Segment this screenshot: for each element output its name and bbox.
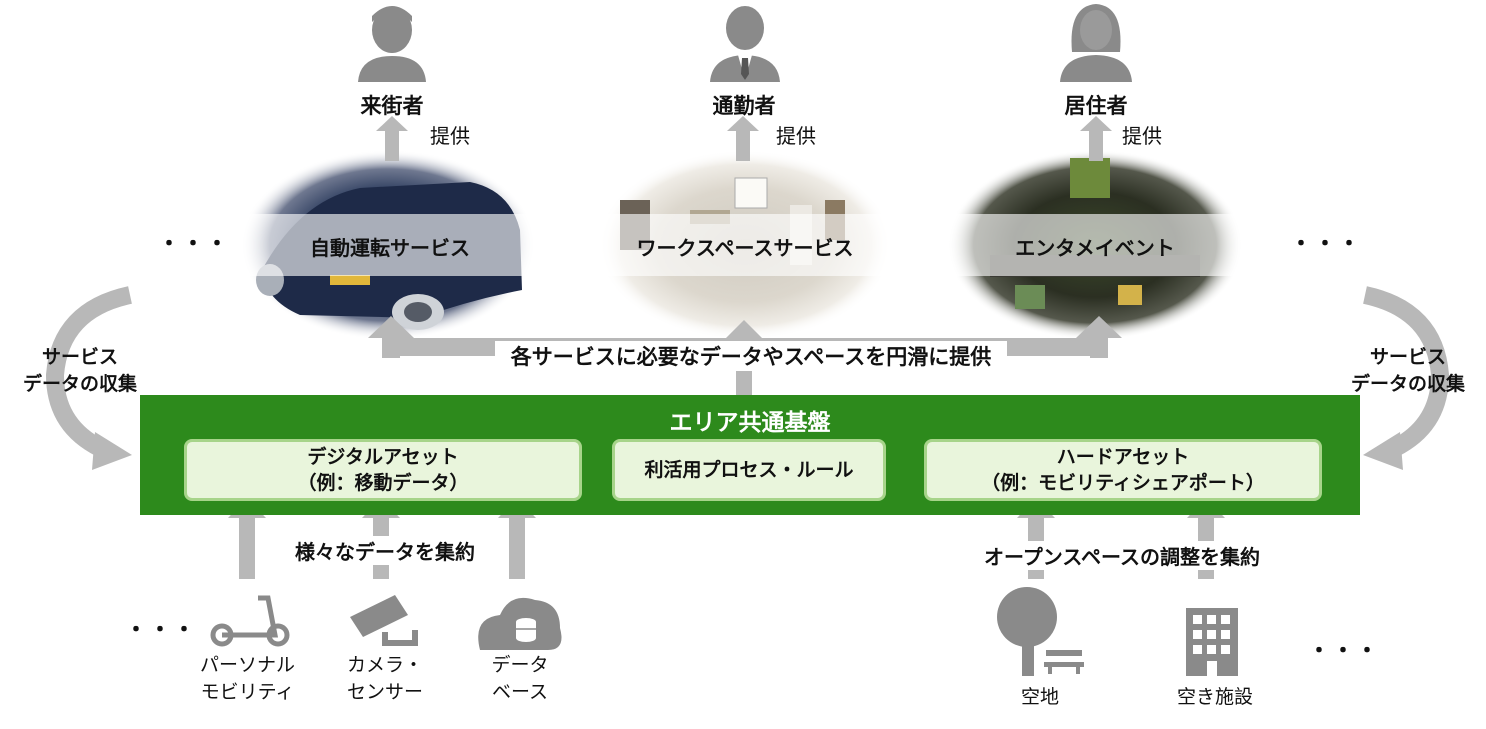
service-workspace-label: ワークスペースサービス (636, 236, 854, 260)
collect-label-line: データの収集 (22, 373, 137, 395)
provide-label: 提供 (430, 124, 470, 148)
digital-asset-example: （例：移動データ） (297, 472, 469, 494)
platform-title: エリア共通基盤 (669, 410, 831, 436)
collect-label-line: データの収集 (1350, 373, 1465, 395)
side-collect-arrows (45, 286, 1450, 457)
recipient-visitor-label: 来街者 (360, 94, 424, 118)
service-event-label: エンタメイベント (1015, 236, 1175, 260)
female-user-icon (1060, 4, 1132, 82)
hard-asset-box: ハードアセット （例：モビリティシェアポート） (924, 439, 1322, 501)
collect-label-left: サービス データの収集 (0, 344, 160, 398)
tree-bench-icon (997, 587, 1084, 676)
source-label-line: カメラ・ (346, 654, 423, 676)
provide-label: 提供 (776, 124, 816, 148)
process-rule-title: 利活用プロセス・ルール (644, 459, 854, 481)
cloud-database-icon (478, 597, 562, 650)
security-camera-icon (350, 595, 418, 646)
collect-label-line: サービス (1369, 346, 1446, 368)
collect-label-right: サービス データの収集 (1328, 344, 1486, 398)
male-user-icon (358, 6, 426, 82)
digital-asset-box: デジタルアセット （例：移動データ） (184, 439, 582, 501)
building-icon (1186, 608, 1238, 676)
digital-asset-title: デジタルアセット (307, 446, 459, 468)
recipient-commuter-label: 通勤者 (712, 94, 776, 118)
source-label-line: データ (491, 654, 549, 676)
distribution-label: 各サービスに必要なデータやスペースを円滑に提供 (495, 341, 1007, 371)
kick-scooter-icon (210, 595, 290, 647)
hard-asset-example: （例：モビリティシェアポート） (981, 472, 1265, 494)
businessman-icon (710, 6, 780, 82)
more-sources-right: ・・・ (1308, 639, 1381, 664)
hard-asset-title: ハードアセット (1056, 446, 1190, 468)
collect-data-label: 様々なデータを集約 (270, 536, 500, 565)
provide-arrows (376, 116, 1112, 161)
more-services-right: ・・・ (1290, 232, 1363, 257)
source-vacant-facility: 空き施設 (1176, 686, 1253, 708)
source-label-line: パーソナル (199, 654, 295, 676)
area-common-platform: エリア共通基盤 デジタルアセット （例：移動データ） 利活用プロセス・ルール ハ… (140, 395, 1360, 515)
source-database: データ ベース (470, 652, 570, 706)
service-autonomous-label: 自動運転サービス (310, 236, 470, 260)
source-vacant-lot: 空地 (1020, 686, 1059, 708)
process-rule-box: 利活用プロセス・ルール (612, 439, 886, 501)
source-camera-sensor: カメラ・ センサー (330, 652, 440, 706)
collect-label-line: サービス (41, 346, 118, 368)
more-services-left: ・・・ (158, 232, 231, 257)
source-personal-mobility: パーソナル モビリティ (190, 652, 305, 706)
more-sources-left: ・・・ (125, 618, 198, 643)
provide-label: 提供 (1122, 124, 1162, 148)
source-label-line: モビリティ (200, 681, 295, 703)
recipient-resident-label: 居住者 (1064, 94, 1128, 118)
collect-space-label: オープンスペースの調整を集約 (972, 541, 1272, 570)
source-label-line: センサー (346, 681, 423, 703)
source-label-line: ベース (491, 681, 549, 703)
